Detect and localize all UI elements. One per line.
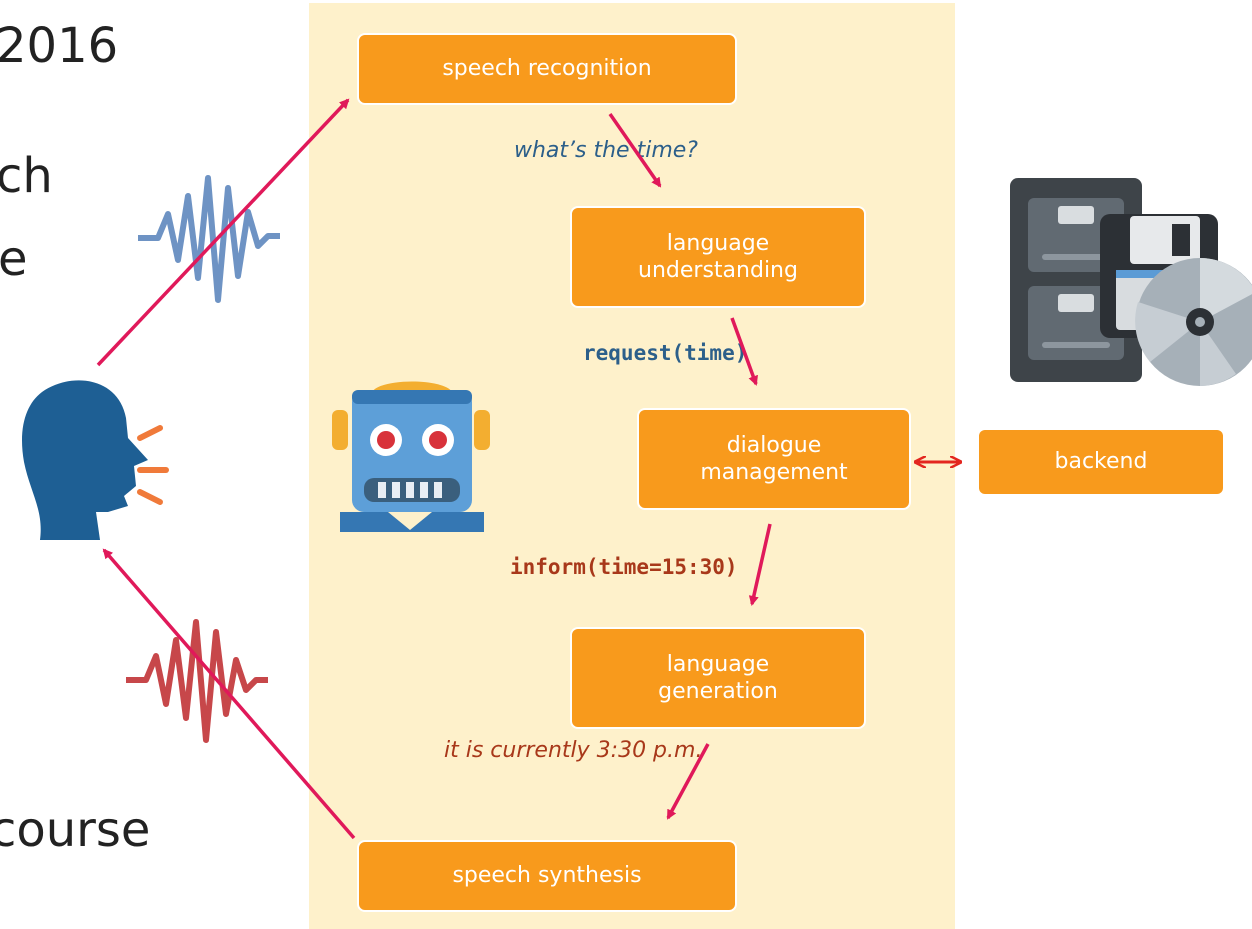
optical-disc-icon [1135, 258, 1252, 386]
sound-wave-icon [126, 619, 268, 743]
slide-text-line-1: 2016 [0, 18, 119, 74]
language-understanding-label: language understanding [638, 230, 798, 284]
arrow-speaker-to-recognition [96, 98, 350, 367]
arrow-recognition-to-understanding [608, 113, 662, 188]
arrow-understanding-to-dialogue [730, 317, 758, 386]
slide-text-line-3: e [0, 231, 28, 287]
sound-wave-icon [138, 175, 280, 303]
speech-recognition-label: speech recognition [442, 56, 652, 82]
speech-recognition-box: speech recognition [357, 33, 737, 105]
user-utterance-text: what’s the time? [514, 138, 698, 163]
semantic-request-text: request(time) [583, 341, 748, 365]
robot-icon [332, 381, 490, 532]
backend-box: backend [979, 430, 1223, 494]
arrow-synthesis-to-speaker [102, 548, 356, 840]
arrow-generation-to-synthesis [666, 743, 710, 820]
system-utterance-text: it is currently 3:30 p.m. [444, 738, 703, 763]
slide-text-line-4: course [0, 802, 151, 858]
dialogue-management-box: dialogue management [637, 408, 911, 510]
system-action-text: inform(time=15:30) [510, 555, 738, 579]
flow-arrows [96, 98, 960, 840]
arrow-dialogue-to-generation [748, 523, 772, 606]
speech-synthesis-label: speech synthesis [452, 863, 642, 889]
dialogue-management-label: dialogue management [700, 432, 848, 486]
language-understanding-box: language understanding [570, 206, 866, 308]
language-generation-label: language generation [658, 651, 778, 705]
slide-text-line-2: ch [0, 148, 53, 204]
backend-label: backend [1054, 449, 1148, 475]
speech-synthesis-box: speech synthesis [357, 840, 737, 912]
speaking-head-icon [22, 380, 169, 540]
language-generation-box: language generation [570, 627, 866, 729]
